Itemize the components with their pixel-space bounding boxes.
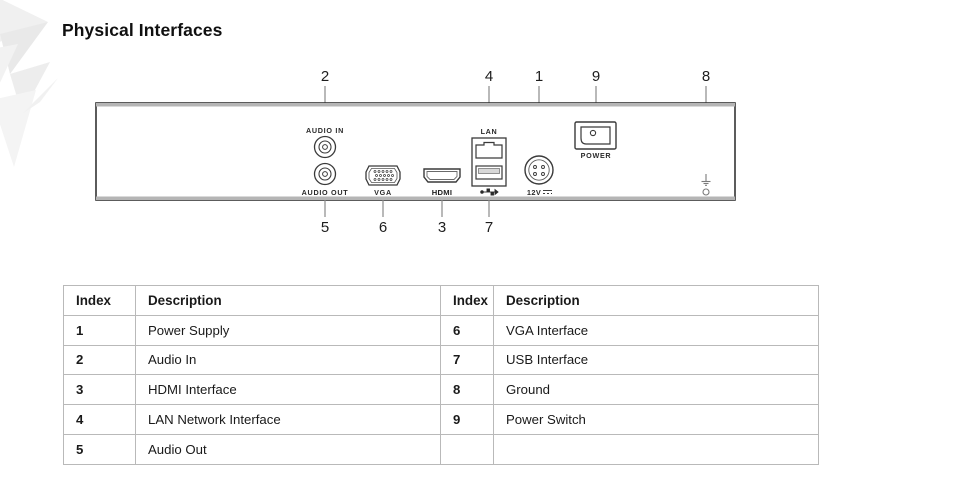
ground-symbol-icon xyxy=(701,174,711,186)
port-hdmi: HDMI xyxy=(423,168,461,197)
cell-desc-left: LAN Network Interface xyxy=(135,404,441,435)
usb-icon xyxy=(475,165,503,180)
table-row: 1 Power Supply 6 VGA Interface xyxy=(63,314,819,346)
cell-desc-right: Ground xyxy=(493,374,819,406)
callout-number-7: 7 xyxy=(485,219,493,236)
table-row: 3 HDMI Interface 8 Ground xyxy=(63,374,819,406)
power-switch[interactable]: POWER xyxy=(574,121,617,160)
panel-top-edge xyxy=(96,103,735,107)
port-power-supply: 12V xyxy=(524,155,554,197)
usb-trident-icon xyxy=(480,188,499,196)
callout-numbers-top: 2 4 1 9 8 xyxy=(321,68,710,85)
power-supply-pins xyxy=(533,165,545,176)
cell-index-left: 5 xyxy=(63,433,136,465)
cell-desc-left: Audio In xyxy=(135,344,441,376)
table-header-row: Index Description Index Description xyxy=(63,285,819,316)
rear-panel-body xyxy=(95,102,736,201)
page-title: Physical Interfaces xyxy=(62,20,223,40)
table-row: 5 Audio Out xyxy=(63,433,819,465)
dc-symbol-icon xyxy=(543,190,552,194)
interface-legend-table: Index Description Index Description 1 Po… xyxy=(63,285,819,465)
table-row: 2 Audio In 7 USB Interface xyxy=(63,344,819,376)
header-desc-left: Description xyxy=(135,285,441,316)
cell-desc-right: USB Interface xyxy=(493,344,819,376)
cell-index-right: 9 xyxy=(440,404,494,435)
port-lan-usb-bracket: LAN xyxy=(471,127,507,196)
cell-index-right xyxy=(440,433,494,465)
cell-desc-right: VGA Interface xyxy=(493,314,819,346)
callout-number-3: 3 xyxy=(438,219,446,236)
port-audio-in: AUDIO IN xyxy=(306,126,344,159)
power-switch-indicator-icon xyxy=(589,129,597,137)
port-audio-out: AUDIO OUT xyxy=(302,162,349,197)
ground-terminal xyxy=(701,174,711,196)
cell-desc-left: Power Supply xyxy=(135,314,441,346)
ground-screw-hole-icon xyxy=(702,188,710,196)
callout-number-4: 4 xyxy=(485,68,493,85)
power-switch-label: POWER xyxy=(581,151,612,160)
port-vga: VGA xyxy=(365,165,401,197)
callout-leader-lines-bottom xyxy=(324,200,490,217)
callout-number-1: 1 xyxy=(535,68,543,85)
cell-desc-left: HDMI Interface xyxy=(135,374,441,406)
rear-panel-diagram: 2 4 1 9 8 AUDIO IN AUDIO OUT VGA xyxy=(0,62,974,252)
cell-desc-left: Audio Out xyxy=(135,433,441,465)
callout-number-2: 2 xyxy=(321,68,329,85)
header-index-left: Index xyxy=(63,285,136,316)
hdmi-label: HDMI xyxy=(432,188,453,197)
callout-number-9: 9 xyxy=(592,68,600,85)
lan-icon xyxy=(475,141,503,159)
cell-index-right: 7 xyxy=(440,344,494,376)
audio-in-label: AUDIO IN xyxy=(306,126,344,135)
callout-number-6: 6 xyxy=(379,219,387,236)
vga-label: VGA xyxy=(374,188,392,197)
power-switch-rocker-icon[interactable] xyxy=(580,126,611,145)
callout-numbers-bottom: 5 6 3 7 xyxy=(321,219,493,236)
header-desc-right: Description xyxy=(493,285,819,316)
table-row: 4 LAN Network Interface 9 Power Switch xyxy=(63,404,819,435)
cell-index-left: 2 xyxy=(63,344,136,376)
cell-index-right: 8 xyxy=(440,374,494,406)
callout-number-5: 5 xyxy=(321,219,329,236)
callout-number-8: 8 xyxy=(702,68,710,85)
vga-pins xyxy=(373,170,394,181)
lan-label: LAN xyxy=(481,127,498,136)
cell-index-right: 6 xyxy=(440,314,494,346)
cell-desc-right: Power Switch xyxy=(493,404,819,435)
cell-index-left: 1 xyxy=(63,314,136,346)
power-supply-label: 12V xyxy=(527,188,541,197)
cell-index-left: 3 xyxy=(63,374,136,406)
cell-index-left: 4 xyxy=(63,404,136,435)
panel-bottom-edge xyxy=(96,196,735,200)
header-index-right: Index xyxy=(440,285,494,316)
cell-desc-right xyxy=(493,433,819,465)
audio-out-label: AUDIO OUT xyxy=(302,188,349,197)
